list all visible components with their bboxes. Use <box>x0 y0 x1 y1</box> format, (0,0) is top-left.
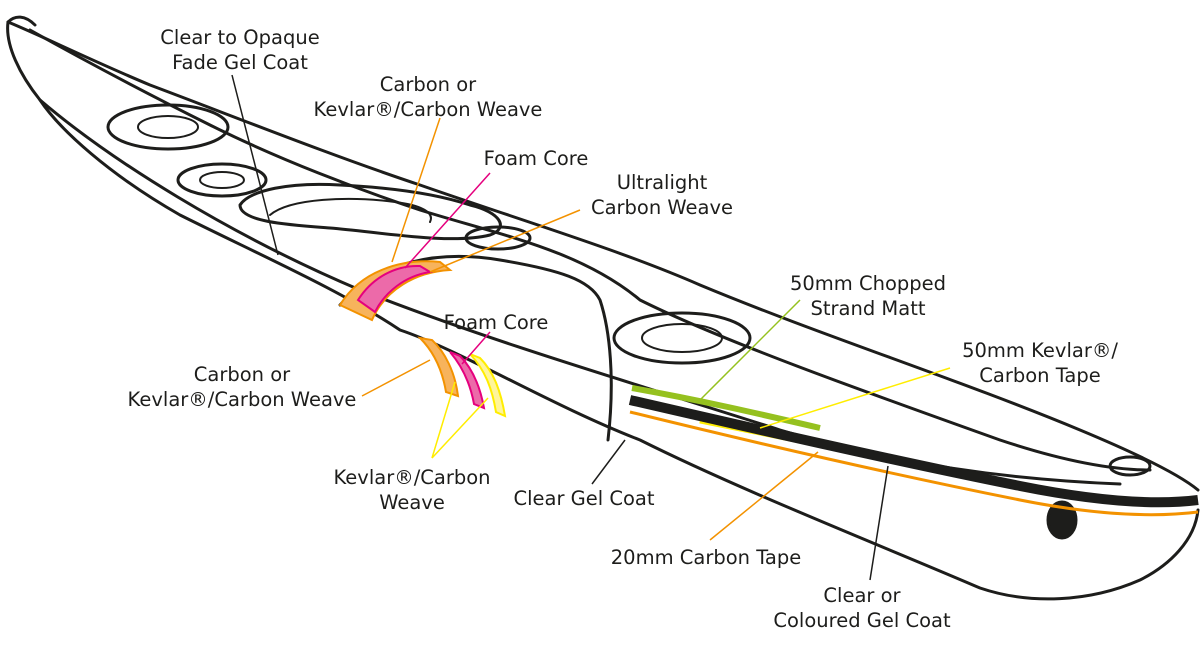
carbon-weave-layer-hull <box>417 336 460 398</box>
leader-chopped-strand <box>699 299 801 401</box>
leader-coloured-gel-coat <box>869 465 889 581</box>
label-kevlar-tape: 50mm Kevlar®/ Carbon Tape <box>962 339 1118 387</box>
leader-kevlar-tape <box>759 367 951 429</box>
foam-core-layer-top <box>356 264 433 314</box>
label-carbon-weave-top: Carbon or Kevlar®/Carbon Weave <box>313 73 543 121</box>
kayak-hull-outline <box>6 20 1200 601</box>
label-coloured-gel-coat: Clear or Coloured Gel Coat <box>773 584 951 632</box>
kayak-bow-tip <box>6 15 37 27</box>
leader-ultralight-carbon <box>429 209 581 273</box>
kayak-deck-line <box>28 28 1152 472</box>
leader-kevlar-weave-b <box>431 397 489 459</box>
leader-foam-core-top <box>404 172 491 269</box>
label-carbon-tape: 20mm Carbon Tape <box>610 546 802 569</box>
leader-carbon-weave-top <box>391 117 441 263</box>
leader-carbon-tape <box>709 451 819 541</box>
day-hatch-cover <box>176 162 268 198</box>
cockpit-rim <box>238 182 502 241</box>
front-hatch-cover <box>106 103 230 151</box>
stern-handle <box>1046 500 1078 540</box>
stern-toggle <box>1108 455 1152 477</box>
label-fade-gel-coat: Clear to Opaque Fade Gel Coat <box>160 26 320 74</box>
kevlar-weave-layer-hull <box>469 353 507 418</box>
label-clear-gel-coat: Clear Gel Coat <box>513 487 655 510</box>
label-carbon-weave-hull: Carbon or Kevlar®/Carbon Weave <box>127 363 357 411</box>
label-foam-core-top: Foam Core <box>483 147 589 170</box>
rear-hatch-cover <box>612 311 752 365</box>
carbon-tape-band <box>629 410 1199 517</box>
chopped-strand-band <box>631 385 821 431</box>
gel-coat-band <box>628 395 1199 508</box>
label-chopped-strand: 50mm Chopped Strand Matt <box>789 272 947 320</box>
deck-fitting <box>464 225 532 251</box>
kayak-deck-outline <box>6 20 1200 492</box>
leader-foam-core-hull <box>461 331 491 365</box>
leader-carbon-weave-hull <box>361 359 431 397</box>
leader-fade-gel-coat <box>231 74 279 256</box>
foam-core-layer-hull <box>449 351 486 410</box>
leader-kevlar-weave-a <box>431 381 456 459</box>
label-kevlar-weave: Kevlar®/Carbon Weave <box>333 466 491 514</box>
label-ultralight-carbon: Ultralight Carbon Weave <box>590 171 734 219</box>
leader-clear-gel-coat <box>591 439 626 485</box>
label-foam-core-hull: Foam Core <box>443 311 549 334</box>
